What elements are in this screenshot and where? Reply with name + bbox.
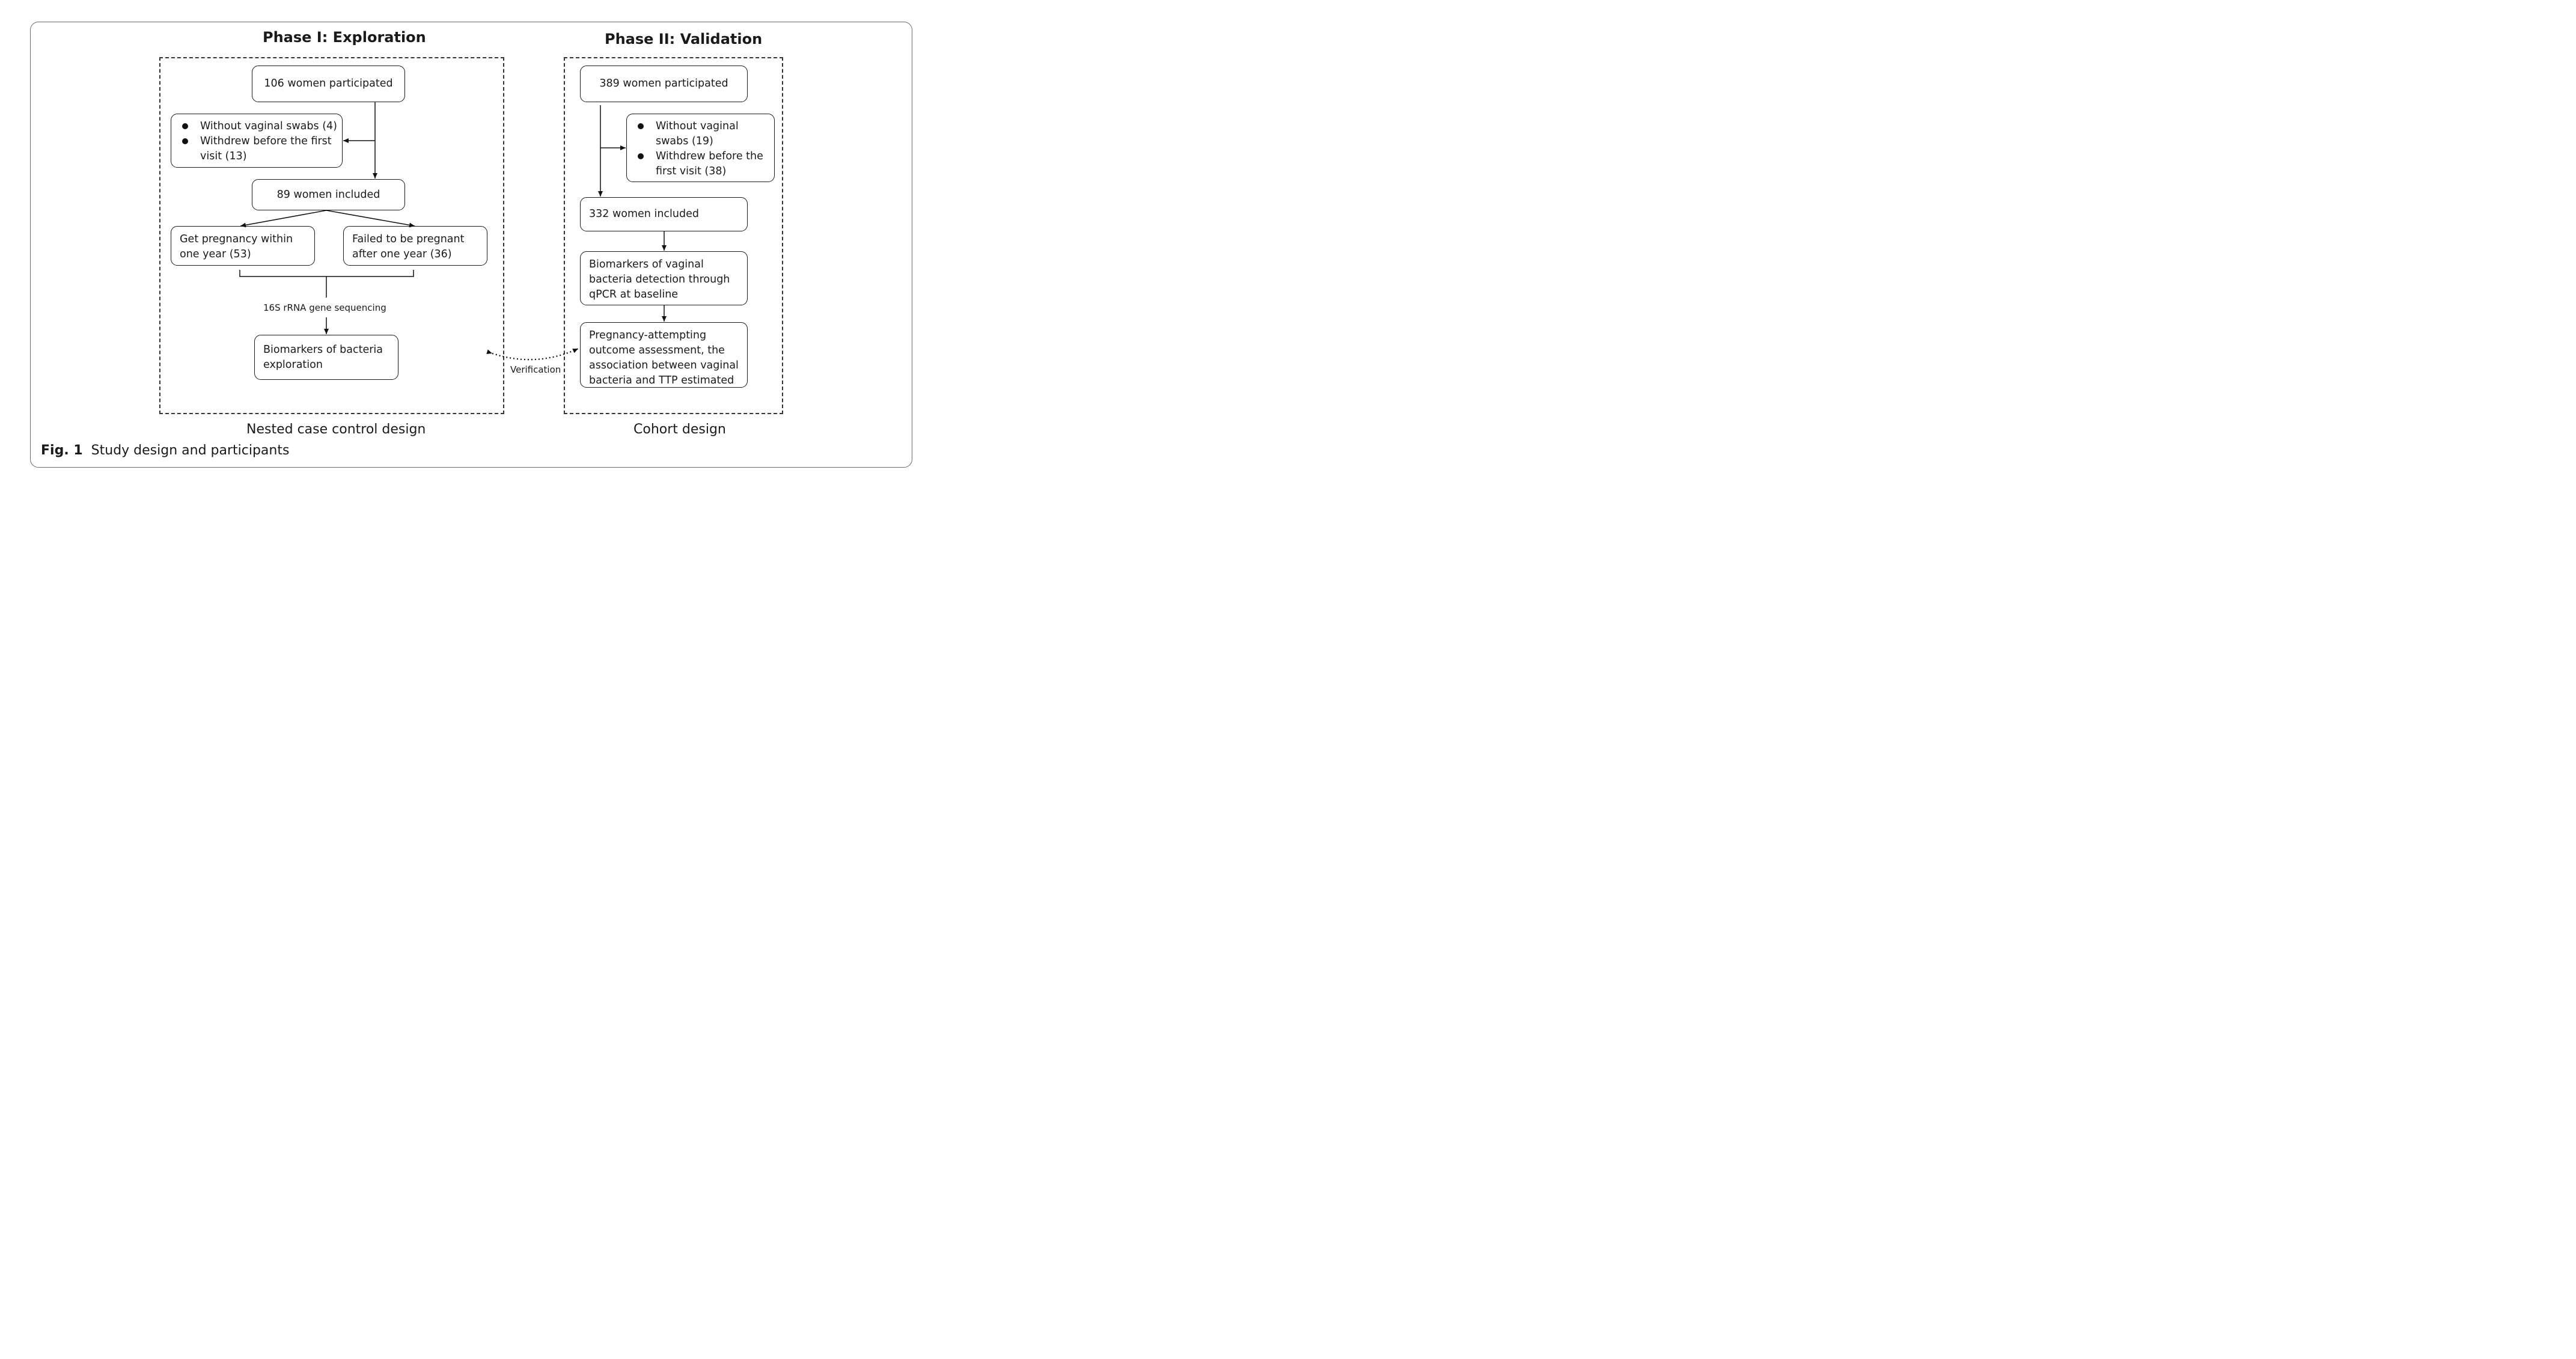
connector-lines — [239, 102, 667, 361]
sequencing-label: 16S rRNA gene sequencing — [263, 302, 386, 313]
merge-bracket — [239, 270, 414, 277]
phase1-not-pregnant-box: Failed to be pregnant after one year (36… — [343, 226, 487, 266]
bullet-icon — [182, 123, 188, 129]
phase1-excluded-box: Without vaginal swabs (4) Withdrew befor… — [171, 114, 343, 168]
phase1-title: Phase I: Exploration — [263, 29, 426, 46]
caption-label: Fig. 1 — [41, 443, 83, 458]
phase2-design-label: Cohort design — [633, 422, 726, 437]
phase2-excluded-item: Withdrew before the — [627, 149, 763, 164]
phase2-excluded-continuation: swabs (19) — [656, 135, 713, 147]
phase2-participated-box: 389 women participated — [580, 66, 748, 102]
phase2-included-box: 332 women included — [580, 197, 748, 231]
figure-frame — [30, 22, 912, 468]
phase1-design-label: Nested case control design — [246, 422, 426, 437]
phase1-participated-text: 106 women participated — [264, 78, 393, 90]
phase2-outcome-box: Pregnancy-attempting outcome assessment,… — [580, 322, 748, 388]
phase1-biomarkers-box: Biomarkers of bacteria exploration — [254, 335, 398, 380]
phase2-excluded-item: Without vaginal — [627, 119, 763, 134]
bullet-icon — [638, 153, 644, 159]
phase2-biomarkers-box: Biomarkers of vaginal bacteria detection… — [580, 251, 748, 305]
verification-arrow — [486, 347, 579, 361]
figure-caption: Fig. 1 Study design and participants — [41, 443, 289, 458]
arrow-to-pregnant — [240, 210, 327, 228]
phase1-excluded-item: Without vaginal swabs (4) — [171, 119, 337, 134]
phase1-included-box: 89 women included — [252, 179, 405, 210]
bullet-icon — [638, 123, 644, 129]
phase2-title: Phase II: Validation — [605, 31, 763, 47]
phase2-excluded-box: Without vaginal swabs (19) Withdrew befo… — [626, 114, 775, 182]
caption-text: Study design and participants — [91, 443, 290, 458]
phase1-participated-box: 106 women participated — [252, 66, 405, 102]
verification-label: Verification — [510, 364, 561, 375]
phase2-excluded-continuation: first visit (38) — [656, 165, 727, 177]
phase2-included-text: 332 women included — [589, 208, 699, 220]
phase2-container — [564, 57, 783, 414]
arrow-to-not-pregnant — [326, 210, 415, 228]
phase2-participated-text: 389 women participated — [599, 78, 728, 90]
phase1-pregnant-box: Get pregnancy within one year (53) — [171, 226, 315, 266]
phase1-excluded-item: Withdrew before the first — [171, 134, 337, 149]
bullet-icon — [182, 138, 188, 144]
phase1-included-text: 89 women included — [276, 188, 380, 201]
phase1-container — [159, 57, 504, 414]
phase1-excluded-continuation: visit (13) — [200, 150, 247, 162]
